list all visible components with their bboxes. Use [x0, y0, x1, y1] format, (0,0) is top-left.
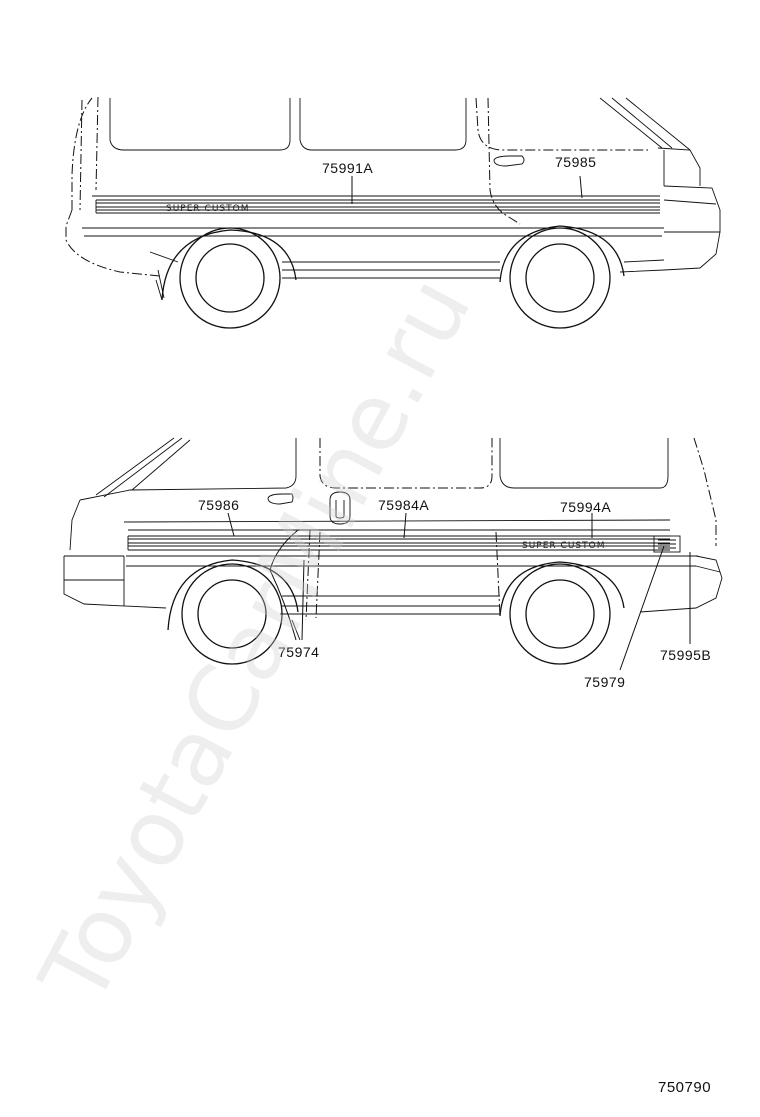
leader-l2: [403, 512, 407, 539]
callout-75979: 75979: [584, 674, 625, 690]
leader-l4a: [269, 529, 299, 641]
lower-emblem-text: SUPER CUSTOM: [522, 541, 605, 551]
leader-l5: [619, 545, 665, 671]
callout-75985: 75985: [555, 154, 596, 170]
lower-van-view: SUPER CUSTOM 75986 75984A 75994A 75974 7…: [63, 437, 723, 690]
figure-number: 750790: [658, 1079, 711, 1096]
callout-75995B: 75995B: [660, 647, 711, 663]
callout-75974: 75974: [278, 644, 319, 660]
callout-75984A: 75984A: [378, 497, 429, 513]
callout-75986: 75986: [198, 497, 239, 513]
leader-u2: [579, 175, 583, 199]
callout-75994A: 75994A: [560, 499, 611, 515]
callout-75991A: 75991A: [322, 160, 373, 176]
leader-l4b: [301, 559, 305, 641]
leader-l1: [227, 512, 235, 537]
upper-van-view: SUPER CUSTOM 75991A 75985: [65, 96, 721, 329]
watermark-text: ToyotaCarMine.ru: [19, 260, 491, 1021]
upper-emblem-text: SUPER CUSTOM: [166, 204, 249, 214]
